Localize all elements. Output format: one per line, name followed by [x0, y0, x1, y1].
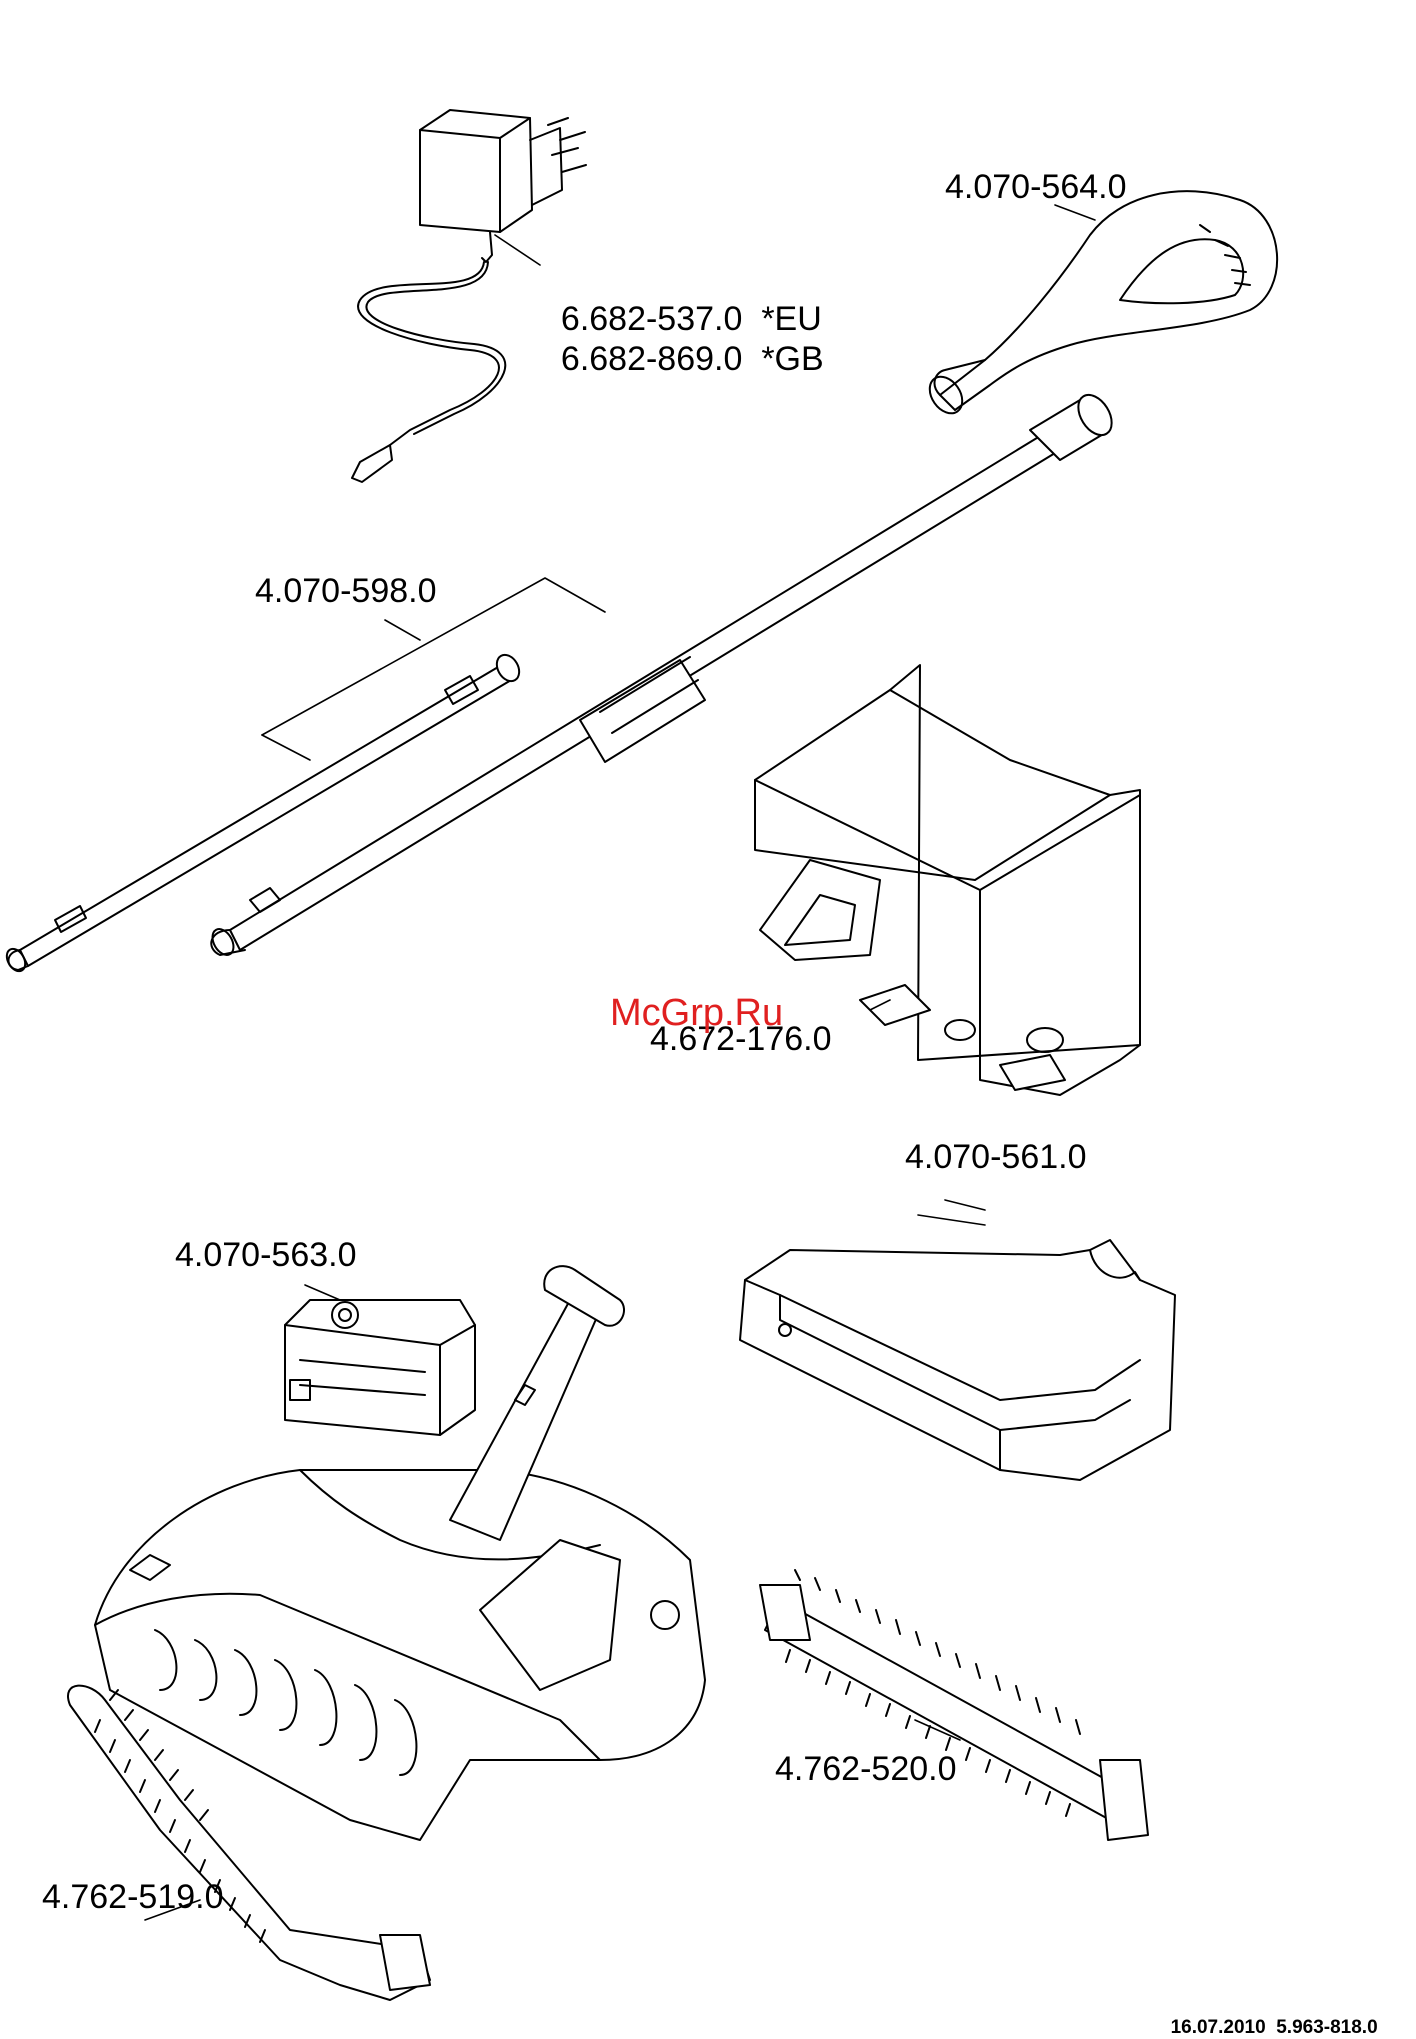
dust-tray-drawing [740, 1200, 1175, 1480]
brush-roll-left-part-number: 4.762-519.0 [42, 1880, 224, 1914]
charger-part-number-gb: 6.682-869.0 *GB [542, 308, 824, 376]
footer-document-number: 5.963-818.0 [1276, 2017, 1377, 2038]
handle-drawing [923, 191, 1277, 419]
footer-date: 16.07.2010 [1171, 2017, 1266, 2038]
watermark: McGrp.Ru [610, 992, 783, 1035]
brush-roll-right-drawing [760, 1570, 1148, 1840]
battery-drawing [285, 1285, 475, 1435]
long-tube-drawing [208, 389, 1118, 959]
battery-part-number: 4.070-563.0 [175, 1238, 357, 1272]
brush-roll-right-part-number: 4.762-520.0 [775, 1752, 957, 1786]
handle-part-number: 4.070-564.0 [945, 170, 1127, 204]
dust-tray-part-number: 4.070-561.0 [905, 1140, 1087, 1174]
charger-suffix-gb: *GB [761, 340, 823, 378]
tube-set-part-number: 4.070-598.0 [255, 574, 437, 608]
footer: 16.07.2010 5.963-818.0 [1160, 1995, 1378, 2039]
charger-number-gb: 6.682-869.0 [561, 340, 743, 378]
